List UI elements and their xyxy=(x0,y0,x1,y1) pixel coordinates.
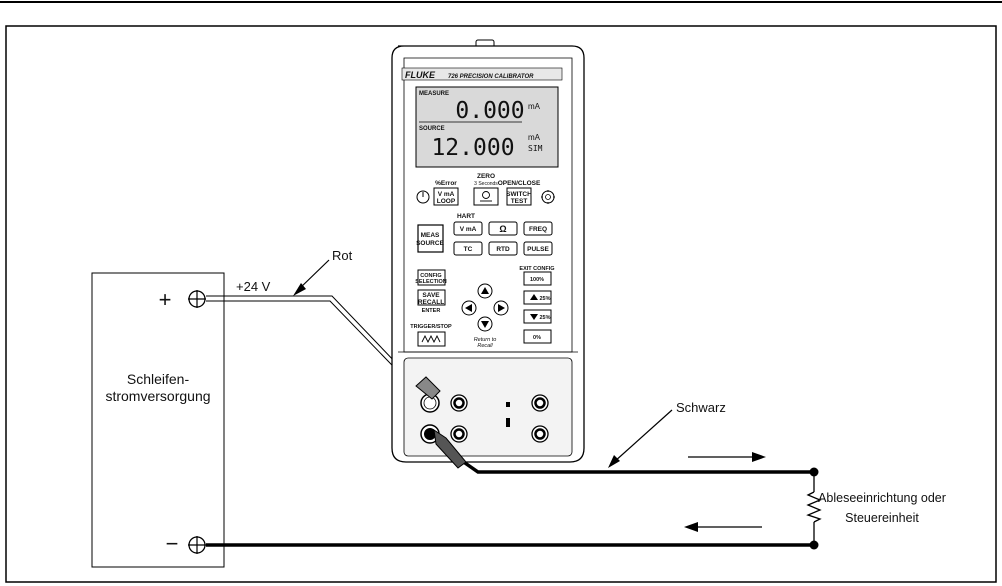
waveform-icon xyxy=(421,334,441,344)
model-label: 726 PRECISION CALIBRATOR xyxy=(448,74,534,80)
source-mode: SIM xyxy=(528,144,543,153)
vma-loop-button[interactable] xyxy=(433,187,459,206)
backlight-button[interactable] xyxy=(541,190,555,204)
dpad xyxy=(461,283,509,332)
ohm-zero-icon xyxy=(480,191,492,202)
vma-loop-label-2: LOOP xyxy=(437,198,456,205)
red-wire xyxy=(206,295,421,392)
red-wire-pointer-icon xyxy=(293,259,330,296)
save-recall-button[interactable] xyxy=(417,289,446,306)
vma-label: V mA xyxy=(460,226,477,233)
pct25-up-label: 25% xyxy=(539,296,550,302)
recall-label: RECALL xyxy=(418,299,444,306)
switch-test-button[interactable] xyxy=(506,187,532,206)
switch-test-label-2: TEST xyxy=(511,198,528,205)
open-close-label: OPEN/CLOSE xyxy=(498,180,541,187)
ohm-button[interactable] xyxy=(488,221,518,236)
source-label: SOURCE xyxy=(419,126,445,132)
pct0-button[interactable] xyxy=(523,329,552,344)
red-wire-label: Rot xyxy=(332,248,353,263)
meas-source-label-2: SOURCE xyxy=(416,240,444,247)
source-value: 12.000 xyxy=(431,135,514,161)
save-label: SAVE xyxy=(422,292,440,299)
arrow-down-icon xyxy=(481,321,489,328)
pct0-label: 0% xyxy=(533,335,541,341)
arrow-up-icon xyxy=(481,287,489,294)
pct100-button[interactable] xyxy=(523,271,552,286)
arrow-left-icon xyxy=(465,304,472,312)
minus-sign: − xyxy=(166,531,179,556)
voltage-label: +24 V xyxy=(236,279,271,294)
step-up-icon xyxy=(530,294,538,300)
measure-unit: mA xyxy=(528,102,541,111)
config-label-2: SELECTION xyxy=(415,279,447,285)
resistor-icon xyxy=(806,491,822,523)
rtd-label: RTD xyxy=(496,246,510,253)
freq-button[interactable] xyxy=(523,221,553,236)
vma-button[interactable] xyxy=(453,221,483,236)
diagram-frame xyxy=(5,25,997,583)
measure-value: 0.000 xyxy=(455,98,524,124)
backlight-sun-icon xyxy=(541,190,555,204)
vma-loop-label-1: V mA xyxy=(438,191,455,198)
lcd-display xyxy=(415,86,559,168)
measure-label: MEASURE xyxy=(419,91,449,97)
ohm-label: Ω xyxy=(499,224,506,234)
zero-sub-label: 3 Seconds xyxy=(474,181,498,187)
freq-label: FREQ xyxy=(529,226,547,233)
zero-button[interactable] xyxy=(473,187,499,206)
enter-label: ENTER xyxy=(422,308,441,314)
trigger-stop-button[interactable] xyxy=(417,331,446,347)
rtd-button[interactable] xyxy=(488,241,518,256)
plus-sign: + xyxy=(159,287,172,312)
pulse-button[interactable] xyxy=(523,241,553,256)
tc-label: TC xyxy=(464,246,473,253)
load-label-line2: Steuereinheit xyxy=(845,511,919,525)
step-down-button[interactable] xyxy=(523,309,552,324)
plus-terminal-icon xyxy=(188,290,206,308)
loop-power-supply: Schleifen- stromversorgung + − xyxy=(91,272,225,568)
trigger-stop-label: TRIGGER/STOP xyxy=(410,324,452,330)
black-probe-plug xyxy=(433,428,467,469)
config-selection-button[interactable] xyxy=(417,269,446,286)
recall-hint-label: Recall xyxy=(477,343,493,349)
pulse-label: PULSE xyxy=(527,246,549,253)
ext-config-label: EXIT CONFIG xyxy=(519,266,554,272)
arrow-right-icon xyxy=(498,304,505,312)
black-wire-pointer-icon xyxy=(608,409,673,468)
return-to-label: Return to xyxy=(474,337,497,343)
minus-terminal-icon xyxy=(188,536,206,554)
step-up-button[interactable] xyxy=(523,290,552,305)
load-label-line1: Ableseeinrichtung oder xyxy=(818,491,946,505)
supply-label-line1: Schleifen- xyxy=(127,371,190,387)
percent-error-label: %Error xyxy=(435,180,457,187)
pct100-label: 100% xyxy=(530,277,544,283)
meas-source-button[interactable] xyxy=(417,224,444,253)
current-arrow-left-icon xyxy=(684,522,762,532)
supply-label-line2: stromversorgung xyxy=(105,388,210,404)
zero-label: ZERO xyxy=(477,173,495,180)
red-probe-plug xyxy=(415,376,441,400)
calibrator-726: FLUKE 726 PRECISION CALIBRATOR MEASURE 0… xyxy=(391,39,585,469)
brand-logo: FLUKE xyxy=(405,70,436,80)
step-down-icon xyxy=(530,314,538,320)
config-label-1: CONFIG xyxy=(420,273,441,279)
source-unit: mA xyxy=(528,133,541,142)
meas-source-label-1: MEAS xyxy=(421,232,440,239)
pct25-down-label: 25% xyxy=(539,315,550,321)
black-wire-label: Schwarz xyxy=(676,400,726,415)
switch-test-label-1: SWITCH xyxy=(506,191,532,198)
hart-label: HART xyxy=(457,213,475,220)
current-arrow-right-icon xyxy=(688,452,766,462)
tc-button[interactable] xyxy=(453,241,483,256)
